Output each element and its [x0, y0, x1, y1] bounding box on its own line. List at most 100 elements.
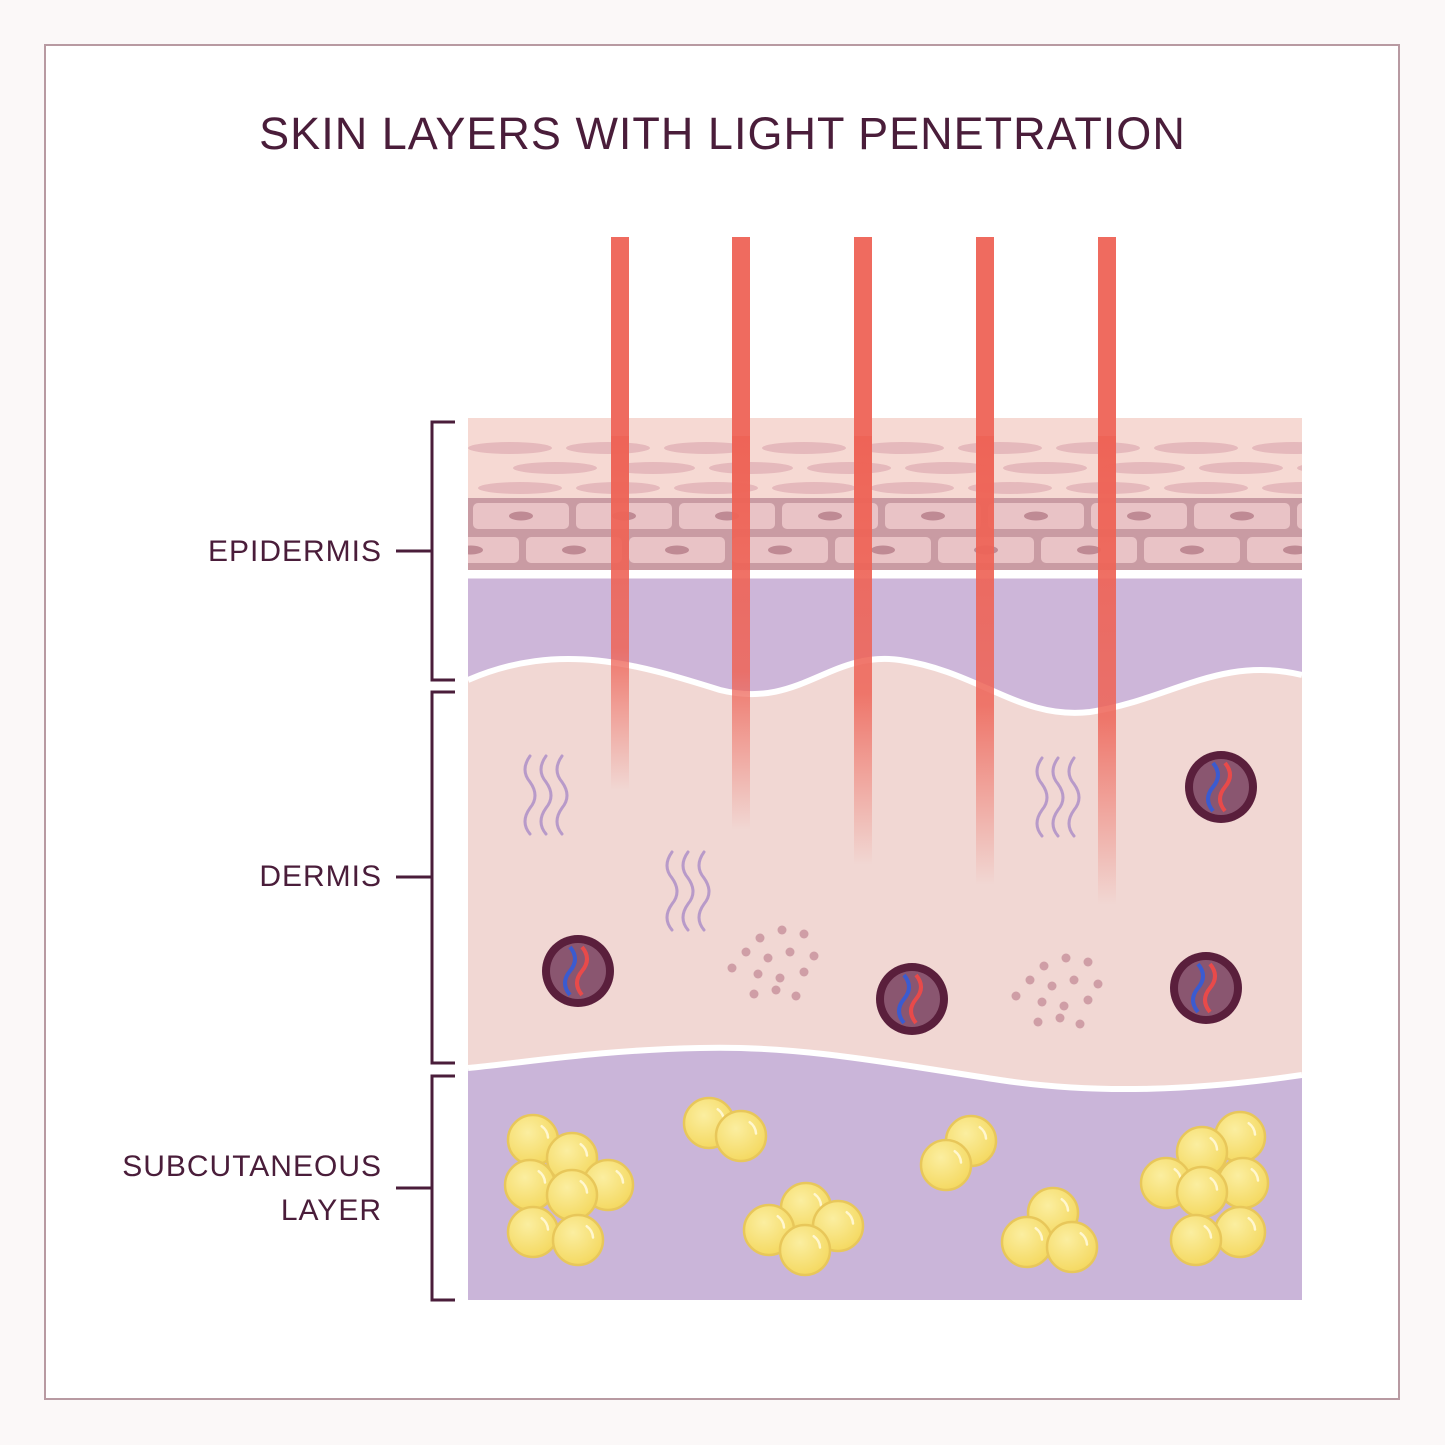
- cell-nucleus: [871, 545, 895, 555]
- squamous-cell: [513, 462, 597, 474]
- cell-nucleus: [468, 545, 483, 555]
- label-epidermis-text: EPIDERMIS: [207, 535, 382, 568]
- label-subcutaneous-line2: LAYER: [280, 1194, 382, 1227]
- squamous-cell: [772, 482, 856, 494]
- blood-vessel-icon: [542, 751, 1257, 1035]
- bracket-icon: [396, 420, 455, 1302]
- label-subcutaneous-line1: SUBCUTANEOUS: [122, 1150, 382, 1183]
- cell-nucleus: [768, 545, 792, 555]
- papillary-band: [468, 575, 1302, 713]
- fat-cell: [1045, 1220, 1099, 1274]
- collagen-fiber: [1051, 756, 1065, 838]
- fibroblast-dot: [1061, 953, 1071, 963]
- label-dermis-text: DERMIS: [259, 860, 382, 893]
- squamous-cell: [1154, 442, 1238, 454]
- fibroblast-dot: [1055, 1013, 1065, 1023]
- fibroblast-dot: [799, 967, 809, 977]
- light-ray: [1098, 237, 1116, 905]
- cell-nucleus: [818, 511, 842, 521]
- blood-vessel: [1185, 751, 1257, 823]
- fibroblast-dot: [1093, 979, 1103, 989]
- fibroblast-dot: [763, 953, 773, 963]
- fibroblast-dot: [1083, 995, 1093, 1005]
- blood-vessel: [1170, 952, 1242, 1024]
- label-subcutaneous: SUBCUTANEOUS LAYER: [122, 1145, 382, 1233]
- fat-cell: [1169, 1213, 1223, 1267]
- cell-nucleus: [665, 545, 689, 555]
- cell-nucleus: [1180, 545, 1204, 555]
- fibroblast-dot: [1075, 1019, 1085, 1029]
- collagen-fiber: [555, 754, 569, 836]
- squamous-cell: [1101, 462, 1185, 474]
- fibroblast-dot: [755, 933, 765, 943]
- cell-nucleus: [562, 545, 586, 555]
- squamous-cell: [478, 482, 562, 494]
- fibroblast-dot: [1037, 997, 1047, 1007]
- collagen-fiber: [539, 754, 553, 836]
- label-epidermis: EPIDERMIS: [208, 530, 382, 574]
- cell-nucleus: [1077, 545, 1101, 555]
- squamous-cell: [1164, 482, 1248, 494]
- basal-cell: [1295, 501, 1302, 531]
- fibroblast-dot: [777, 925, 787, 935]
- squamous-cell: [1003, 462, 1087, 474]
- fibroblast-dot: [1011, 991, 1021, 1001]
- fibroblast-dot: [809, 951, 819, 961]
- light-ray: [611, 237, 629, 790]
- squamous-cell: [807, 462, 891, 474]
- fibroblast-dot: [1033, 1017, 1043, 1027]
- cell-nucleus: [1230, 511, 1254, 521]
- squamous-cell: [1297, 465, 1302, 471]
- fibroblast-dot: [771, 985, 781, 995]
- light-ray: [732, 237, 750, 830]
- fibroblast-dot: [727, 963, 737, 973]
- fibroblast-dot: [1025, 975, 1035, 985]
- light-ray: [854, 237, 872, 865]
- blood-vessel: [542, 935, 614, 1007]
- squamous-cell: [709, 462, 793, 474]
- squamous-cell: [664, 442, 748, 454]
- fibroblast-dot: [785, 947, 795, 957]
- cell-nucleus: [1127, 511, 1151, 521]
- fat-cell: [551, 1213, 605, 1267]
- label-dermis: DERMIS: [259, 855, 382, 899]
- fibroblast-dots-icon: [727, 925, 1103, 1029]
- basal-cell: [1245, 535, 1302, 565]
- blood-vessel: [876, 963, 948, 1035]
- fibroblast-dot: [791, 991, 801, 1001]
- fibroblast-dot: [749, 989, 759, 999]
- fibroblast-dot: [799, 929, 809, 939]
- squamous-cell: [860, 442, 944, 454]
- light-ray-icon: [611, 237, 1116, 905]
- squamous-cell: [1252, 442, 1302, 454]
- squamous-cell: [762, 442, 846, 454]
- collagen-fiber: [665, 850, 679, 932]
- collagen-fiber: [1067, 756, 1081, 838]
- collagen-fiber: [523, 754, 537, 836]
- fibroblast-dot: [1059, 1001, 1069, 1011]
- fibroblast-dot: [1039, 961, 1049, 971]
- basal-cell: [468, 535, 521, 565]
- fat-cell: [714, 1109, 768, 1163]
- fibroblast-dot: [1083, 957, 1093, 967]
- fat-cell: [1175, 1165, 1229, 1219]
- fat-cell: [919, 1138, 973, 1192]
- cell-nucleus: [509, 511, 533, 521]
- fat-cell: [1213, 1205, 1267, 1259]
- fat-cell-cluster-icon: [503, 1096, 1270, 1277]
- squamous-cell: [870, 482, 954, 494]
- fibroblast-dot: [1069, 975, 1079, 985]
- squamous-cell: [468, 442, 552, 454]
- cell-nucleus: [1333, 512, 1357, 521]
- fat-cell: [506, 1205, 560, 1259]
- fat-cell: [545, 1168, 599, 1222]
- squamous-cell: [566, 442, 650, 454]
- squamous-cell: [958, 442, 1042, 454]
- fat-cell: [1000, 1215, 1054, 1269]
- cell-nucleus: [921, 511, 945, 521]
- squamous-cell: [905, 462, 989, 474]
- fibroblast-dot: [753, 969, 763, 979]
- squamous-cell: [1199, 462, 1283, 474]
- light-ray: [976, 237, 994, 885]
- cell-nucleus: [1024, 511, 1048, 521]
